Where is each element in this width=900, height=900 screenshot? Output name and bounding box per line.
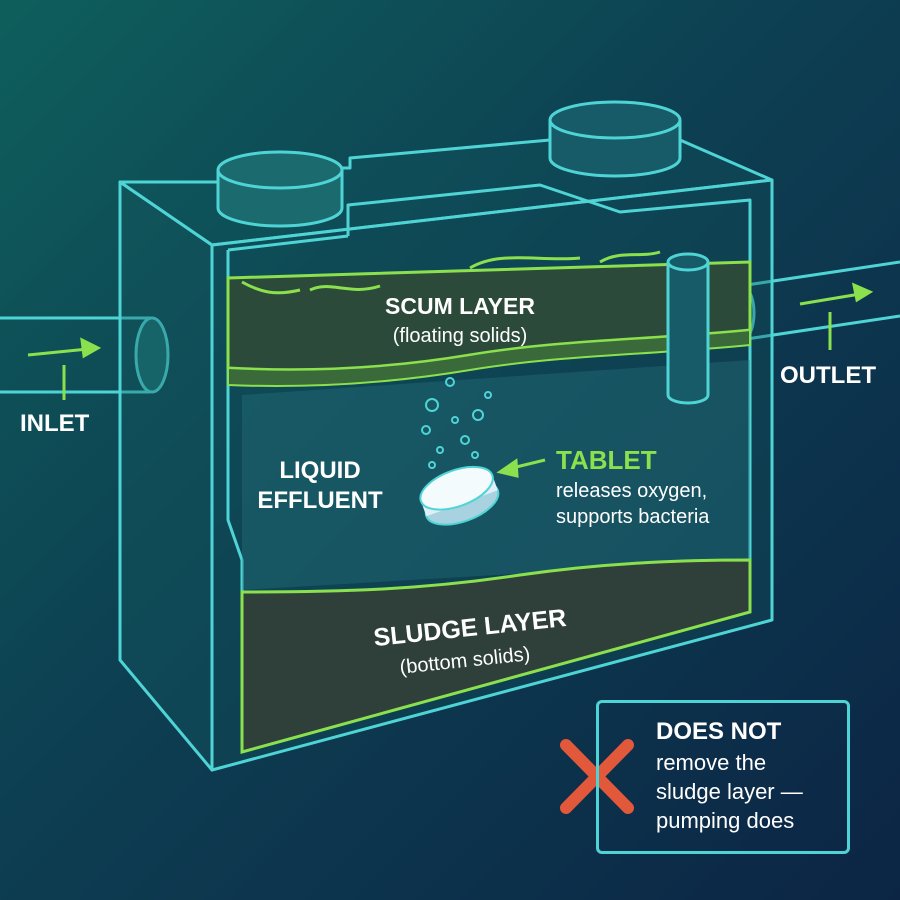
- tablet-desc-line2: supports bacteria: [556, 506, 710, 528]
- inlet-arrow: [27, 337, 102, 400]
- liquid-label-line2: EFFLUENT: [257, 487, 383, 514]
- scum-layer: [226, 250, 752, 388]
- access-riser-right: [548, 100, 682, 178]
- warning-note-box: [596, 700, 850, 854]
- note-line2: sludge layer —: [656, 779, 803, 804]
- outlet-tee: [666, 252, 710, 405]
- access-riser-left: [216, 150, 344, 228]
- scum-layer-title: SCUM LAYER: [385, 293, 535, 319]
- outlet-arrow: [799, 282, 874, 350]
- scum-layer-subtitle: (floating solids): [392, 325, 528, 347]
- tablet-pointer-arrow: [496, 458, 546, 478]
- tablet-desc-line1: releases oxygen,: [556, 480, 708, 502]
- tablet-title: TABLET: [556, 445, 657, 475]
- liquid-effluent-region: [242, 360, 750, 590]
- liquid-label-line1: LIQUID: [279, 457, 361, 484]
- outlet-label: OUTLET: [780, 362, 876, 389]
- inlet-pipe: [0, 316, 170, 394]
- tablet-icon: [419, 465, 500, 526]
- note-title: DOES NOT: [656, 718, 782, 745]
- note-line1: remove the: [656, 750, 767, 775]
- note-line3: pumping does: [656, 808, 795, 833]
- inlet-label: INLET: [20, 410, 90, 437]
- oxygen-bubbles: [421, 377, 492, 469]
- sludge-layer: [240, 558, 752, 754]
